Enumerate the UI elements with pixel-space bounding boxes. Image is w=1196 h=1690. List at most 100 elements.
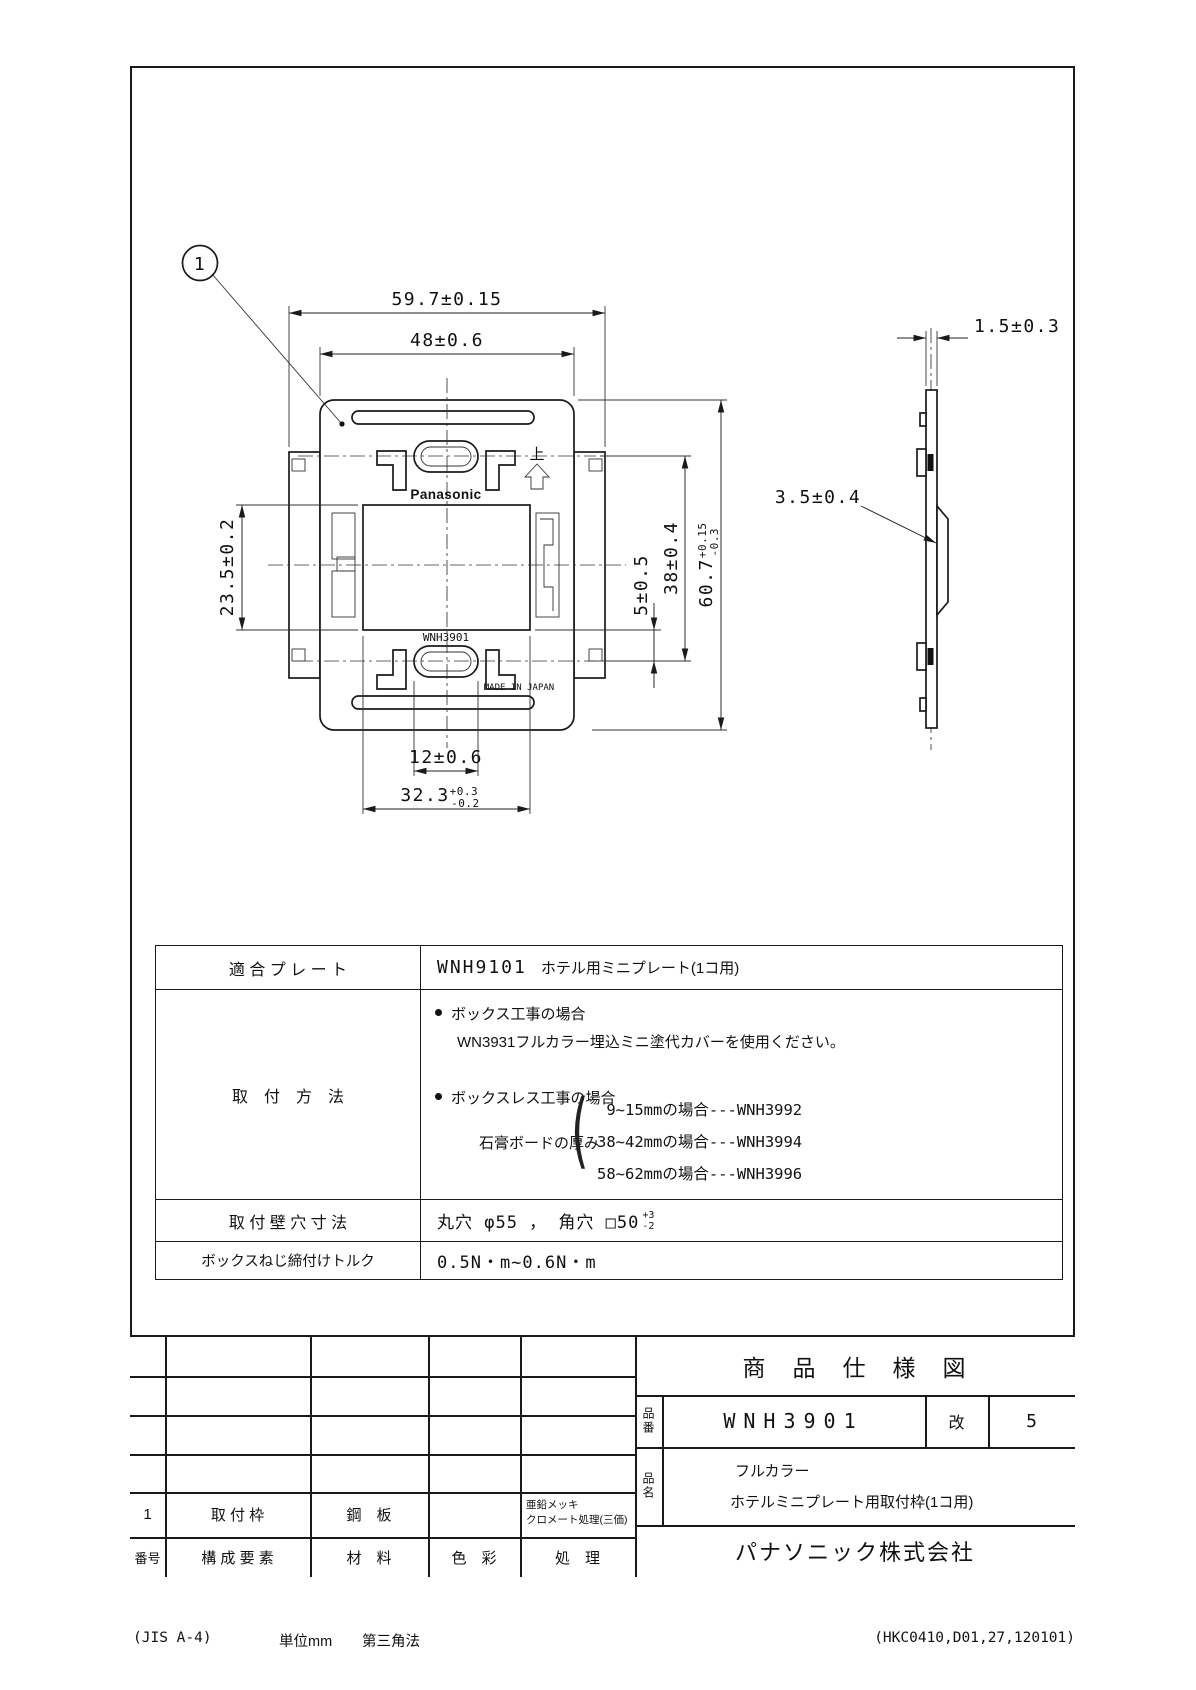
up-label: 上: [529, 446, 544, 463]
title-block: 商 品 仕 様 図 品番 WNH3901 改 5 品名 フルカラー ホテルミニプ…: [130, 1335, 1075, 1577]
side-claw-section-top: [927, 454, 934, 471]
bullet-icon: [435, 1093, 442, 1100]
finish-line1: 亜鉛メッキ: [526, 1499, 579, 1511]
dim-opening-width-main: 32.3: [400, 785, 449, 806]
part-markings: Panasonic WNH3901 MADE IN JAPAN 上: [410, 446, 554, 693]
part-name-cell: フルカラー ホテルミニプレート用取付枠(1コ用): [662, 1447, 1075, 1525]
balloon-number: 1: [194, 254, 206, 275]
technical-drawing: Panasonic WNH3901 MADE IN JAPAN 上 59.7±0…: [181, 244, 1060, 814]
thickness-option: 38~42mmの場合---WNH3994: [597, 1133, 803, 1151]
spec-label-torque: ボックスねじ締付けトルク: [201, 1254, 375, 1270]
spec-value-cell: ボックス工事の場合 WN3931フルカラー埋込ミニ塗代カバーを使用ください。 ボ…: [421, 990, 1062, 1199]
dim-tab-pitch: 38±0.4: [661, 521, 682, 595]
plate-desc: ホテル用ミニプレート(1コ用): [540, 960, 740, 977]
up-arrow-icon: [523, 463, 551, 490]
dim-height-outer: 60.7+0.15-0.3: [696, 523, 721, 608]
dimensions: 59.7±0.15 48±0.6 23.5±0.2 38±0.4 60.7+0.…: [217, 289, 1060, 814]
wing-tab: [588, 458, 603, 472]
left-rail-slot: [331, 512, 356, 560]
case-box-title-text: ボックス工事の場合: [451, 1006, 586, 1023]
grid-line: [130, 1492, 635, 1494]
dim-height-tol-up: +0.15: [696, 523, 709, 559]
finish-line2: クロメート処理(三価): [526, 1513, 628, 1526]
part-no-value: WNH3901: [723, 1409, 864, 1433]
dim-opening-width-tol-dn: -0.2: [451, 797, 480, 810]
grid-line: [428, 1337, 430, 1577]
spec-row-wall-hole: 取 付 壁 穴 寸 法 丸穴 φ55 ， 角穴 □50 +3-2: [156, 1199, 1062, 1241]
side-claw-bottom: [916, 642, 927, 671]
wing-tab: [291, 458, 306, 472]
dim-width-outer: 59.7±0.15: [391, 289, 502, 310]
dim-slot-width: 12±0.6: [409, 747, 483, 768]
spec-label-wall-hole: 取 付 壁 穴 寸 法: [228, 1214, 348, 1232]
thickness-option: 58~62mmの場合---WNH3996: [597, 1165, 803, 1183]
side-step-bottom: [919, 697, 927, 712]
tol-up: +3: [642, 1209, 655, 1221]
spec-label-cell: ボックスねじ締付けトルク: [156, 1242, 421, 1279]
brace-glyph: (: [571, 1083, 589, 1178]
case-boxless-title-text: ボックスレス工事の場合: [451, 1090, 616, 1107]
leader-line: [860, 505, 937, 544]
board-thickness-label: 石膏ボードの厚み: [479, 1135, 600, 1152]
case-box-body: WN3931フルカラー埋込ミニ塗代カバーを使用ください。: [457, 1034, 845, 1051]
side-view: [916, 389, 949, 729]
grid-line: [635, 1447, 1075, 1449]
spec-label-method: 取 付 方 法: [231, 1088, 344, 1106]
spec-table: 適 合 プ レ ー ト WNH9101 ホテル用ミニプレート(1コ用) 取 付 …: [155, 945, 1063, 1280]
component-finish: 亜鉛メッキ クロメート処理(三価): [520, 1492, 635, 1537]
tol-dn: -2: [642, 1220, 655, 1232]
spec-value-cell: 0.5N・m~0.6N・m: [421, 1242, 1062, 1279]
company-name: パナソニック株式会社: [734, 1540, 975, 1565]
dim-thickness: 1.5±0.3: [974, 316, 1060, 337]
doc-number: (HKC0410,D01,27,120101): [874, 1630, 1075, 1646]
grid-line: [130, 1415, 635, 1417]
balloon-callout: 1: [181, 244, 345, 427]
grid-line: [662, 1395, 664, 1525]
panasonic-logo-text: Panasonic: [410, 487, 481, 502]
grid-line: [988, 1395, 990, 1447]
balloon-circle: [181, 244, 219, 282]
top-right-claw-hole: [485, 450, 516, 491]
projection-note: 第三角法: [362, 1634, 420, 1650]
side-claw-section-bottom: [927, 648, 934, 665]
wall-hole-tolerance: +3-2: [642, 1210, 654, 1232]
bottom-screw-slot: [413, 645, 479, 678]
paper-size-note: (JIS A-4): [133, 1630, 212, 1646]
grid-line: [130, 1537, 635, 1539]
side-step-top: [919, 412, 927, 427]
grid-line: [635, 1525, 1075, 1527]
component-material: 鋼 板: [346, 1507, 392, 1524]
dim-height-tol-dn: -0.3: [708, 528, 721, 557]
top-screw-slot: [413, 440, 479, 473]
header-material: 材 料: [346, 1549, 392, 1567]
component-no: 1: [143, 1506, 152, 1523]
right-rail-hook: [540, 518, 554, 611]
spec-label-cell: 取 付 方 法: [156, 990, 421, 1199]
top-left-claw-hole: [376, 450, 407, 491]
side-claw-top: [916, 448, 927, 477]
leader-dot: [339, 421, 345, 427]
bottom-screw-slot-inner: [420, 651, 472, 672]
revision-value: 5: [1026, 1410, 1037, 1432]
top-slot: [351, 410, 535, 425]
dim-opening-height: 23.5±0.2: [217, 518, 238, 617]
header-color: 色 彩: [451, 1549, 497, 1567]
revision-label: 改: [948, 1415, 965, 1432]
spec-row-plate: 適 合 プ レ ー ト WNH9101 ホテル用ミニプレート(1コ用): [156, 946, 1062, 989]
dim-opening-width: 32.3+0.3-0.2: [400, 785, 479, 810]
balloon-leader: [211, 273, 342, 424]
sheet-title: 商 品 仕 様 図: [742, 1355, 968, 1381]
grid-line: [130, 1376, 635, 1378]
plate-model: WNH9101: [437, 957, 527, 978]
spec-label-cell: 取 付 壁 穴 寸 法: [156, 1200, 421, 1241]
torque-value: 0.5N・m~0.6N・m: [437, 1253, 597, 1273]
spec-value-cell: 丸穴 φ55 ， 角穴 □50 +3-2: [421, 1200, 1062, 1241]
grid-line: [925, 1395, 927, 1447]
part-name-line2: ホテルミニプレート用取付枠(1コ用): [730, 1494, 974, 1511]
bottom-left-claw-hole: [376, 649, 407, 690]
case-box-title: ボックス工事の場合: [435, 1003, 586, 1024]
device-opening: [362, 504, 531, 631]
side-profile: [925, 389, 938, 729]
part-no-label: 品番: [641, 1407, 655, 1435]
